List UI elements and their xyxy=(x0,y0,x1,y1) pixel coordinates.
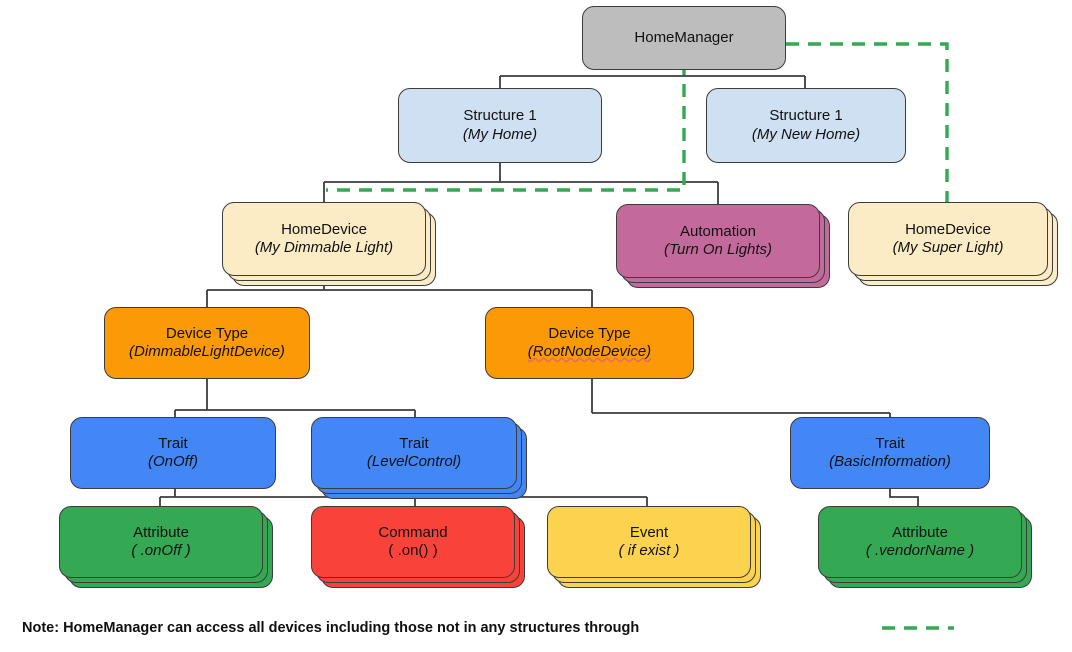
node-label-secondary: (My Dimmable Light) xyxy=(254,239,394,256)
node-label-secondary: ( .onOff ) xyxy=(131,542,191,559)
node-label-secondary: (OnOff) xyxy=(147,453,198,470)
node-label-secondary: ( .vendorName ) xyxy=(865,542,975,559)
node-label-primary: Automation xyxy=(680,222,756,240)
node-label-secondary: (Turn On Lights) xyxy=(663,241,773,258)
node-trait-basicinformation[interactable]: Trait(BasicInformation) xyxy=(790,417,990,489)
node-attribute-vendorname[interactable]: Attribute( .vendorName ) xyxy=(818,506,1022,578)
node-label-secondary: (RootNodeDevice) xyxy=(527,343,652,360)
wire-dashed-hm-to-dimmable xyxy=(326,40,686,192)
node-event-if-exist[interactable]: Event( if exist ) xyxy=(547,506,751,578)
node-label-secondary: (BasicInformation) xyxy=(829,453,951,470)
node-trait-levelcontrol[interactable]: Trait(LevelControl) xyxy=(311,417,517,489)
node-label-secondary: ( if exist ) xyxy=(618,542,680,559)
node-label-primary: Event xyxy=(629,523,669,541)
node-label-primary: Trait xyxy=(158,434,188,452)
wire-to-attribute-vendorname xyxy=(889,489,919,506)
node-label-primary: HomeManager xyxy=(634,28,734,46)
node-label-primary: HomeDevice xyxy=(281,220,367,238)
node-label-primary: Trait xyxy=(399,434,429,452)
node-label-primary: Command xyxy=(378,523,448,541)
node-label-primary: Attribute xyxy=(892,523,948,541)
node-automation-turn-on[interactable]: Automation(Turn On Lights) xyxy=(616,204,820,278)
node-home-manager[interactable]: HomeManager xyxy=(582,6,786,70)
node-label-secondary: ( .on() ) xyxy=(388,542,438,559)
node-home-device-dimmable[interactable]: HomeDevice(My Dimmable Light) xyxy=(222,202,426,276)
node-device-type-dimmable[interactable]: Device Type(DimmableLightDevice) xyxy=(104,307,310,379)
node-label-primary: Device Type xyxy=(165,324,249,342)
node-home-device-super[interactable]: HomeDevice(My Super Light) xyxy=(848,202,1048,276)
node-label-primary: Structure 1 xyxy=(769,107,843,125)
node-label-secondary: (LevelControl) xyxy=(366,453,462,470)
node-label-secondary: (My Home) xyxy=(462,125,538,143)
node-label-primary: Attribute xyxy=(133,523,189,541)
node-label-primary: Structure 1 xyxy=(463,107,537,125)
node-label-primary: Trait xyxy=(875,434,905,452)
node-structure-my-new-home[interactable]: Structure 1(My New Home) xyxy=(706,88,906,163)
node-device-type-rootnode[interactable]: Device Type(RootNodeDevice) xyxy=(485,307,694,379)
node-label-secondary: (DimmableLightDevice) xyxy=(129,343,285,360)
footer-note: Note: HomeManager can access all devices… xyxy=(22,620,640,636)
wire-dashed-hm-to-super xyxy=(786,42,949,202)
node-label-secondary: (My Super Light) xyxy=(892,239,1004,256)
node-label-primary: HomeDevice xyxy=(905,220,991,238)
node-structure-my-home[interactable]: Structure 1(My Home) xyxy=(398,88,602,163)
node-label-secondary: (My New Home) xyxy=(751,125,861,143)
node-trait-onoff[interactable]: Trait(OnOff) xyxy=(70,417,276,489)
node-command-on[interactable]: Command( .on() ) xyxy=(311,506,515,578)
footer-legend-dashed-line xyxy=(882,626,954,630)
node-attribute-onoff[interactable]: Attribute( .onOff ) xyxy=(59,506,263,578)
node-label-primary: Device Type xyxy=(548,324,631,342)
